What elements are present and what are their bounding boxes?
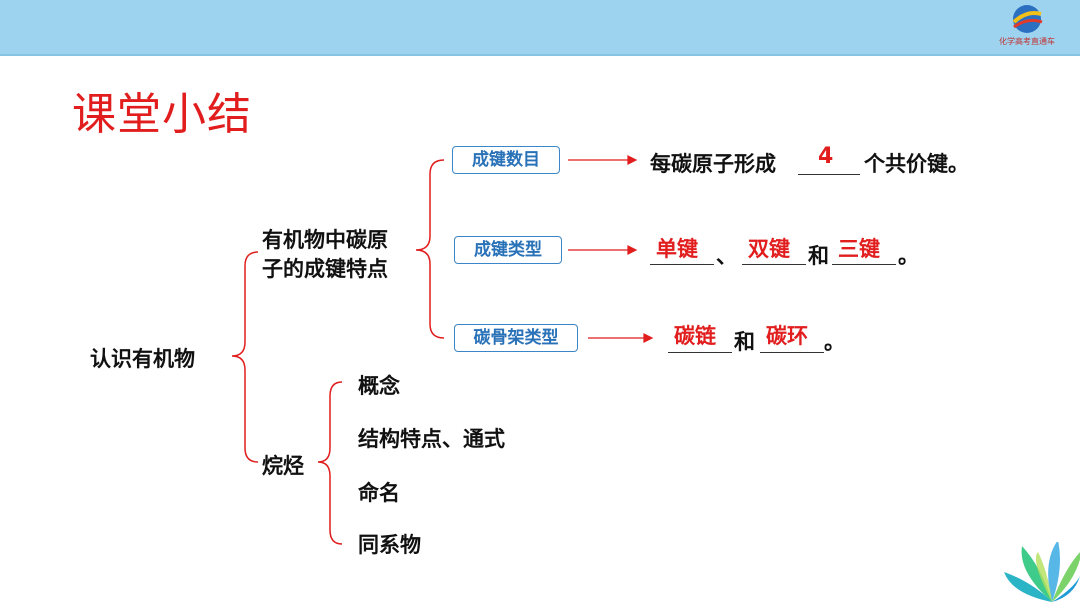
alkane-item-structure: 结构特点、通式 [358, 427, 505, 451]
row3-blank-1 [668, 352, 732, 353]
row2-blank-1 [650, 264, 714, 265]
alkane-item-homolog: 同系物 [358, 533, 421, 557]
alkane-item-concept: 概念 [358, 374, 400, 398]
row2-blank-2 [742, 264, 806, 265]
decorative-flower-icon [1004, 542, 1080, 602]
row2-answer-3: 三键 [838, 237, 880, 261]
row2-sep-2: 和 [808, 244, 829, 268]
box-bond-type: 成键类型 [454, 236, 562, 264]
row3-end: 。 [824, 330, 845, 354]
row2-sep-1: 、 [716, 244, 737, 268]
row1-suffix: 个共价键。 [864, 152, 969, 176]
globe-logo-icon [1012, 5, 1043, 33]
row1-answer: 4 [818, 144, 834, 169]
row3-sep-1: 和 [734, 330, 755, 354]
row2-end: 。 [898, 244, 919, 268]
row2-answer-2: 双键 [748, 237, 790, 261]
branch2-node: 烷烃 [262, 454, 304, 478]
root-node: 认识有机物 [90, 347, 195, 371]
root-bracket [231, 251, 259, 463]
row2-answer-1: 单键 [656, 237, 698, 261]
row1-prefix: 每碳原子形成 [650, 152, 776, 176]
box-bond-count: 成键数目 [452, 146, 560, 174]
alkane-item-naming: 命名 [358, 481, 400, 505]
top-banner: 化学高考直通车 [0, 0, 1080, 56]
box-skeleton-type: 碳骨架类型 [454, 324, 578, 352]
row1-blank [798, 174, 860, 175]
branch1-line2: 子的成键特点 [262, 257, 388, 281]
alkane-bracket [317, 381, 343, 545]
row3-blank-2 [760, 352, 824, 353]
branch1-bracket [415, 159, 445, 339]
page-title: 课堂小结 [72, 89, 252, 140]
logo-text: 化学高考直通车 [999, 37, 1055, 46]
logo: 化学高考直通车 [992, 2, 1062, 52]
row3-answer-2: 碳环 [766, 324, 808, 348]
row2-blank-3 [832, 264, 896, 265]
branch1-line1: 有机物中碳原 [262, 228, 388, 252]
row3-answer-1: 碳链 [674, 324, 716, 348]
